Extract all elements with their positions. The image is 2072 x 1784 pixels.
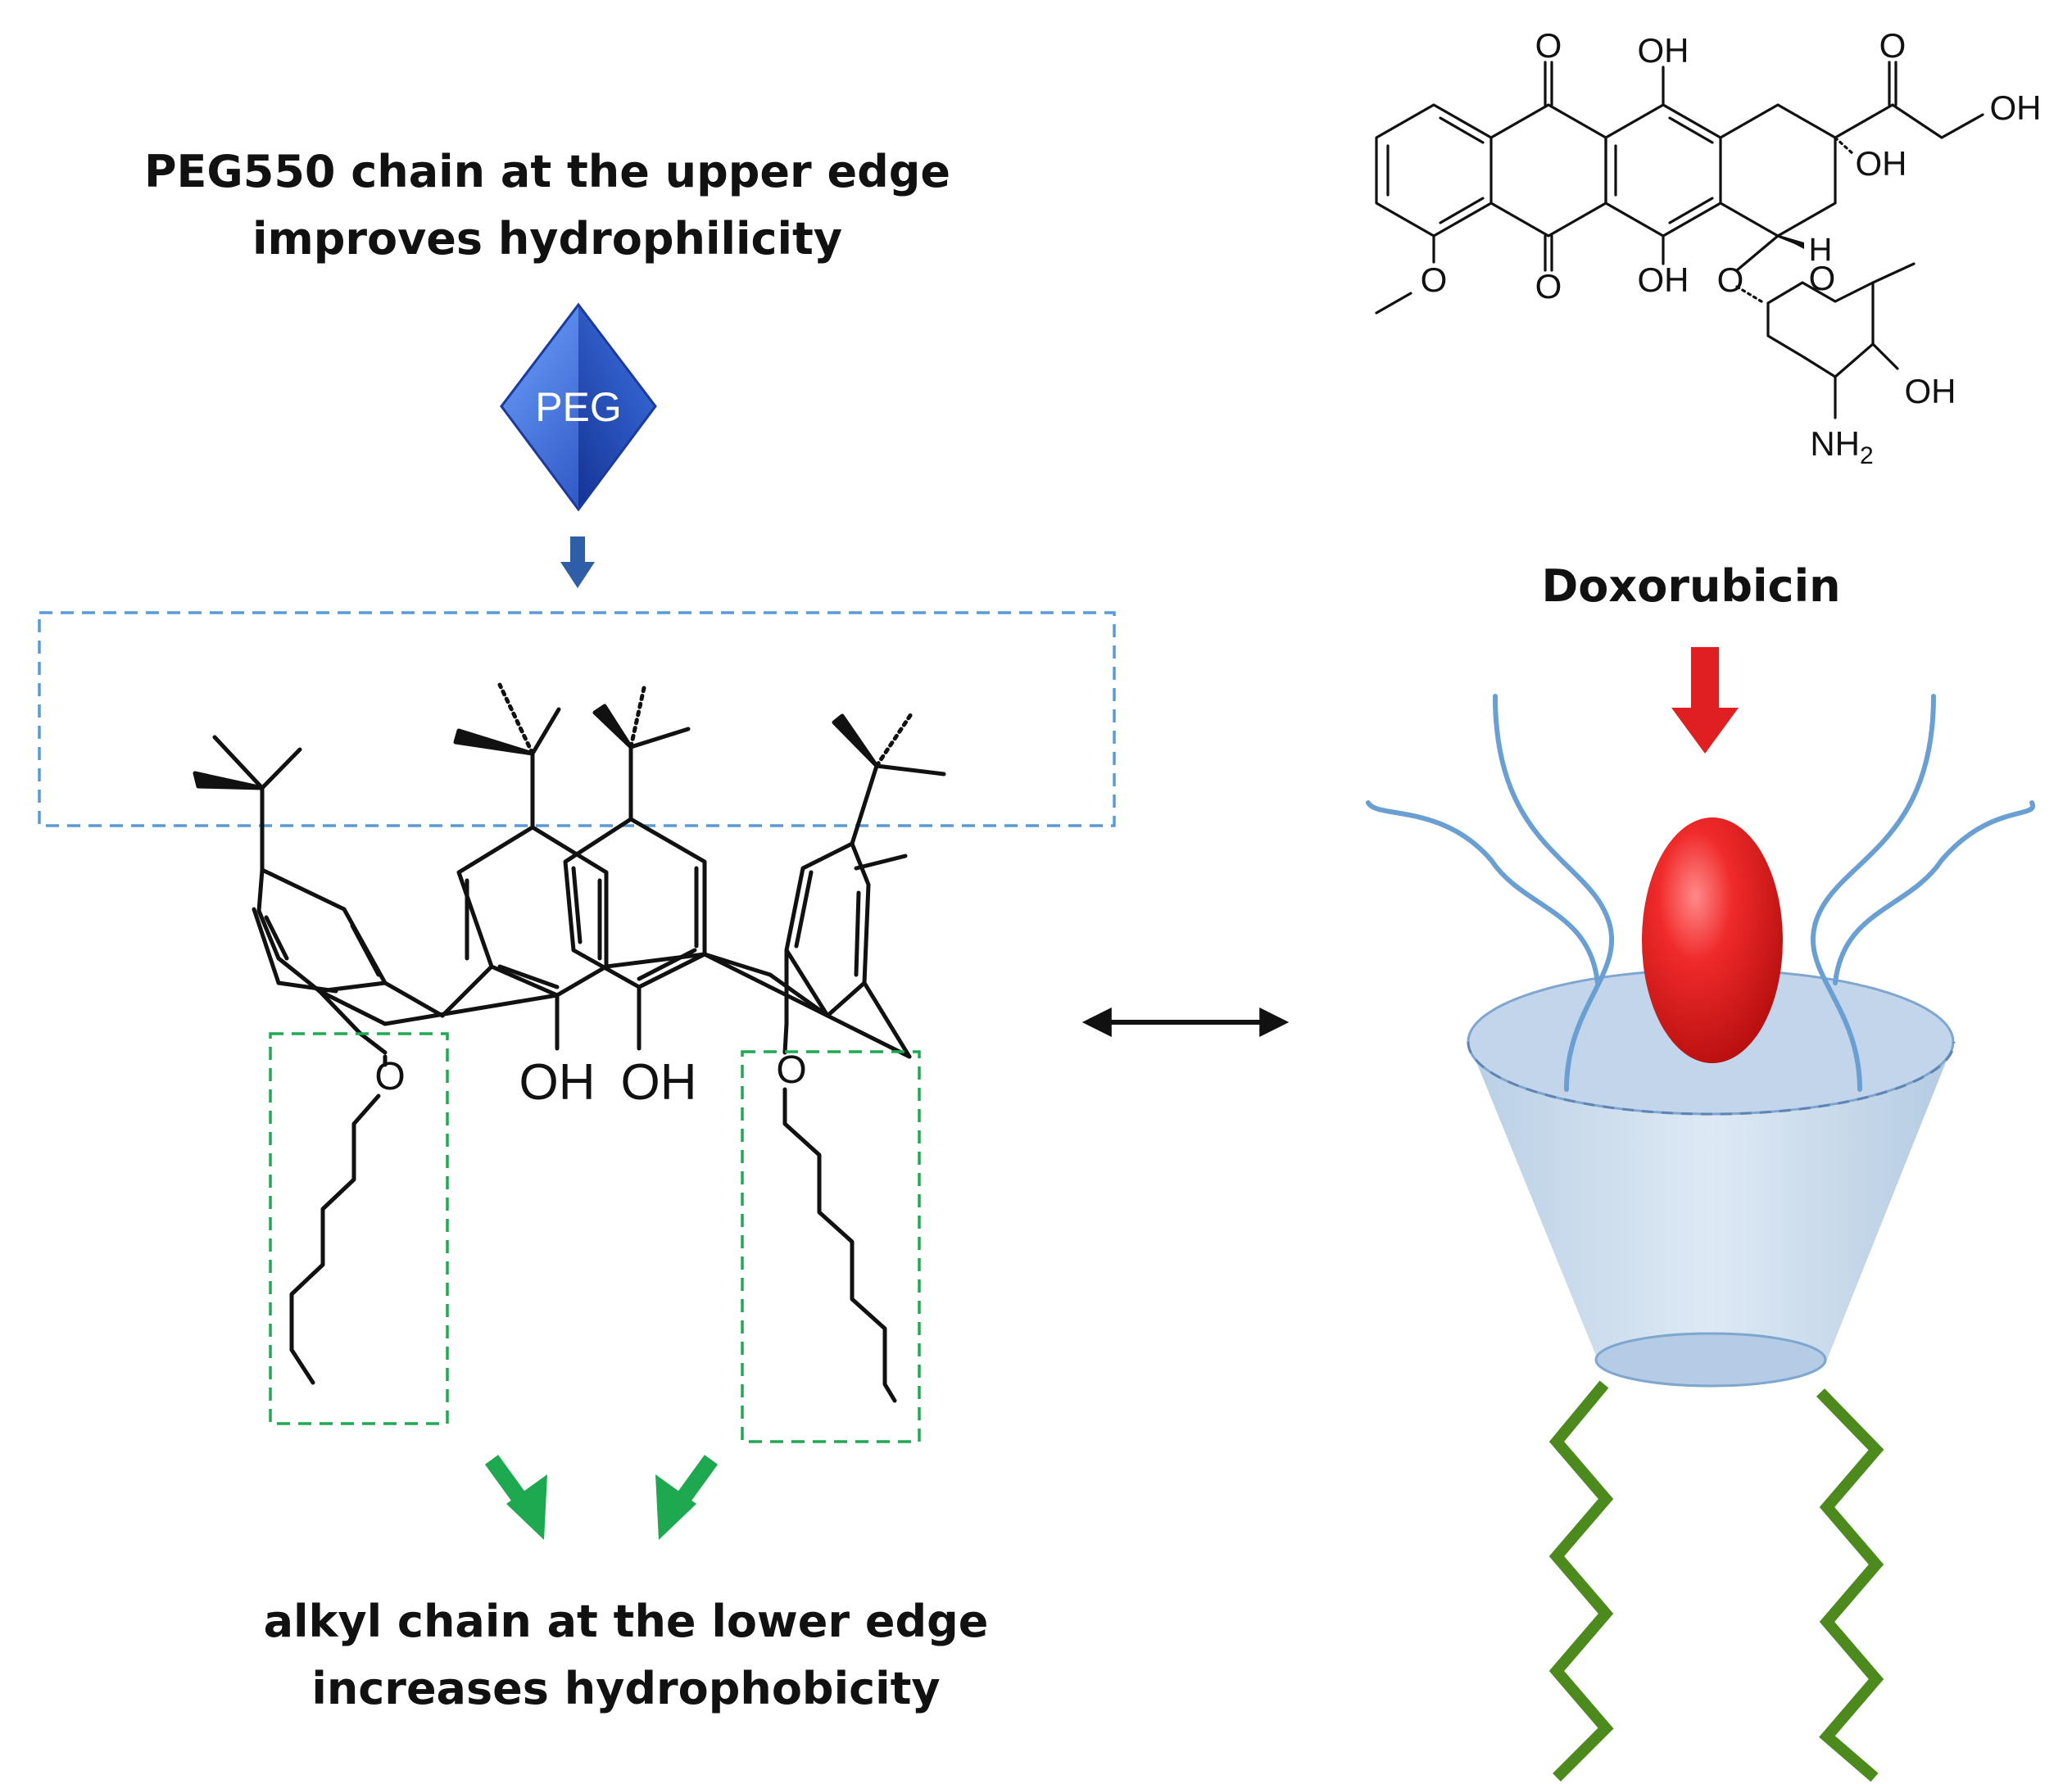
dox-o-ketone-top: O <box>1535 26 1562 65</box>
dox-oh-c9: OH <box>1856 144 1907 183</box>
dox-oh-bottom: OH <box>1638 260 1689 299</box>
lower-edge-caption-line1: alkyl chain at the lower edge <box>264 1596 989 1647</box>
green-arrow-right-icon <box>655 1455 719 1540</box>
red-down-arrow-icon <box>1671 647 1739 754</box>
dox-o-ring: O <box>1809 259 1836 297</box>
dox-oh-sugar: OH <box>1905 372 1956 410</box>
calix-ether-oxygen-right: O <box>776 1048 806 1092</box>
calixarene-structure: OH OH O O <box>193 682 946 1403</box>
upper-edge-caption-line1: PEG550 chain at the upper edge <box>144 146 950 197</box>
lower-edge-box-left <box>269 1032 449 1425</box>
peg-label: PEG <box>535 384 622 430</box>
green-arrow-left-icon <box>484 1455 547 1540</box>
calix-ether-oxygen-left: O <box>374 1055 405 1098</box>
upper-edge-caption-line2: improves hydrophilicity <box>252 213 842 265</box>
lower-edge-box-right <box>741 1050 921 1443</box>
dox-o-glycoside: O <box>1717 260 1744 299</box>
cone-schematic <box>1366 694 2035 1782</box>
drug-name-label: Doxorubicin <box>1541 560 1840 612</box>
calix-hydroxyl-right: OH <box>621 1054 697 1111</box>
lower-edge-caption-line2: increases hydrophobicity <box>311 1663 940 1714</box>
blue-down-arrow-icon <box>560 537 595 588</box>
dox-o-methoxy: O <box>1421 260 1448 299</box>
dox-oh-top: OH <box>1638 31 1689 70</box>
dox-o-side-ketone: O <box>1879 26 1907 65</box>
peg-diamond-icon: PEG <box>500 302 657 512</box>
drug-molecule-ellipse <box>1642 817 1783 1063</box>
dox-nh2: NH2 <box>1810 424 1873 469</box>
dox-oh-side-chain: OH <box>1990 88 2042 127</box>
dox-h-c7: H <box>1809 232 1833 268</box>
dox-o-ketone-bottom: O <box>1535 267 1562 306</box>
upper-edge-box <box>38 611 1116 827</box>
doxorubicin-structure: O OH O OH OH H O OH O O O OH NH2 <box>1375 26 2042 469</box>
calix-hydroxyl-left: OH <box>519 1054 596 1111</box>
